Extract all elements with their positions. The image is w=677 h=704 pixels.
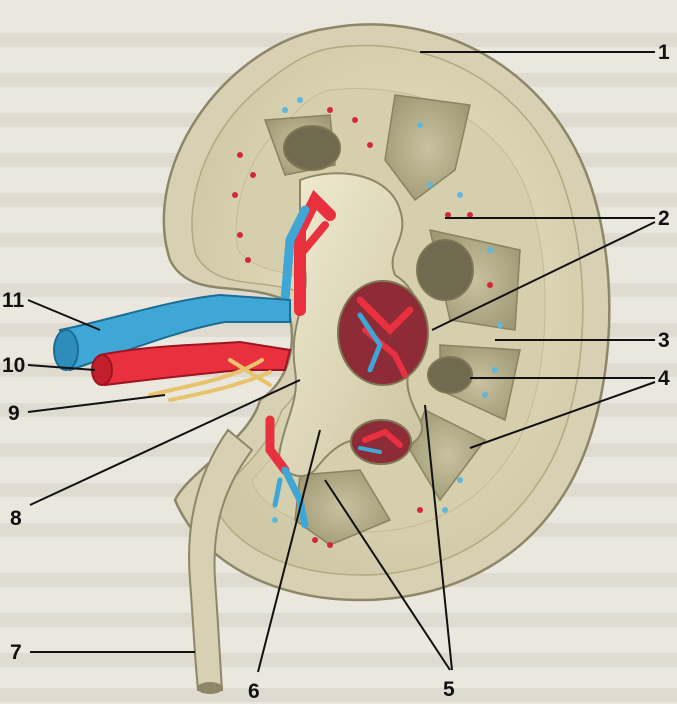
label-4: 4 [658,367,670,390]
label-2: 2 [658,207,670,230]
lower-vessels [265,415,309,529]
label-11: 11 [2,289,25,312]
label-3: 3 [658,329,670,352]
segmental-vessels [356,296,414,454]
leader-lines [27,51,656,673]
label-5: 5 [443,678,455,701]
cortex-dots [232,97,503,548]
labels: 1 2 3 4 5 6 7 8 9 10 11 [2,41,670,703]
upper-vessels [280,189,336,316]
renal-artery [98,340,292,387]
label-10: 10 [2,354,25,377]
label-1: 1 [658,41,670,64]
label-9: 9 [8,402,20,425]
renal-vein-lumen [53,329,79,371]
ureter-opening [197,682,223,694]
label-7: 7 [10,641,22,664]
label-6: 6 [248,680,260,703]
renal-nerves [148,358,272,402]
renal-calyces [283,125,474,465]
label-8: 8 [10,507,22,530]
